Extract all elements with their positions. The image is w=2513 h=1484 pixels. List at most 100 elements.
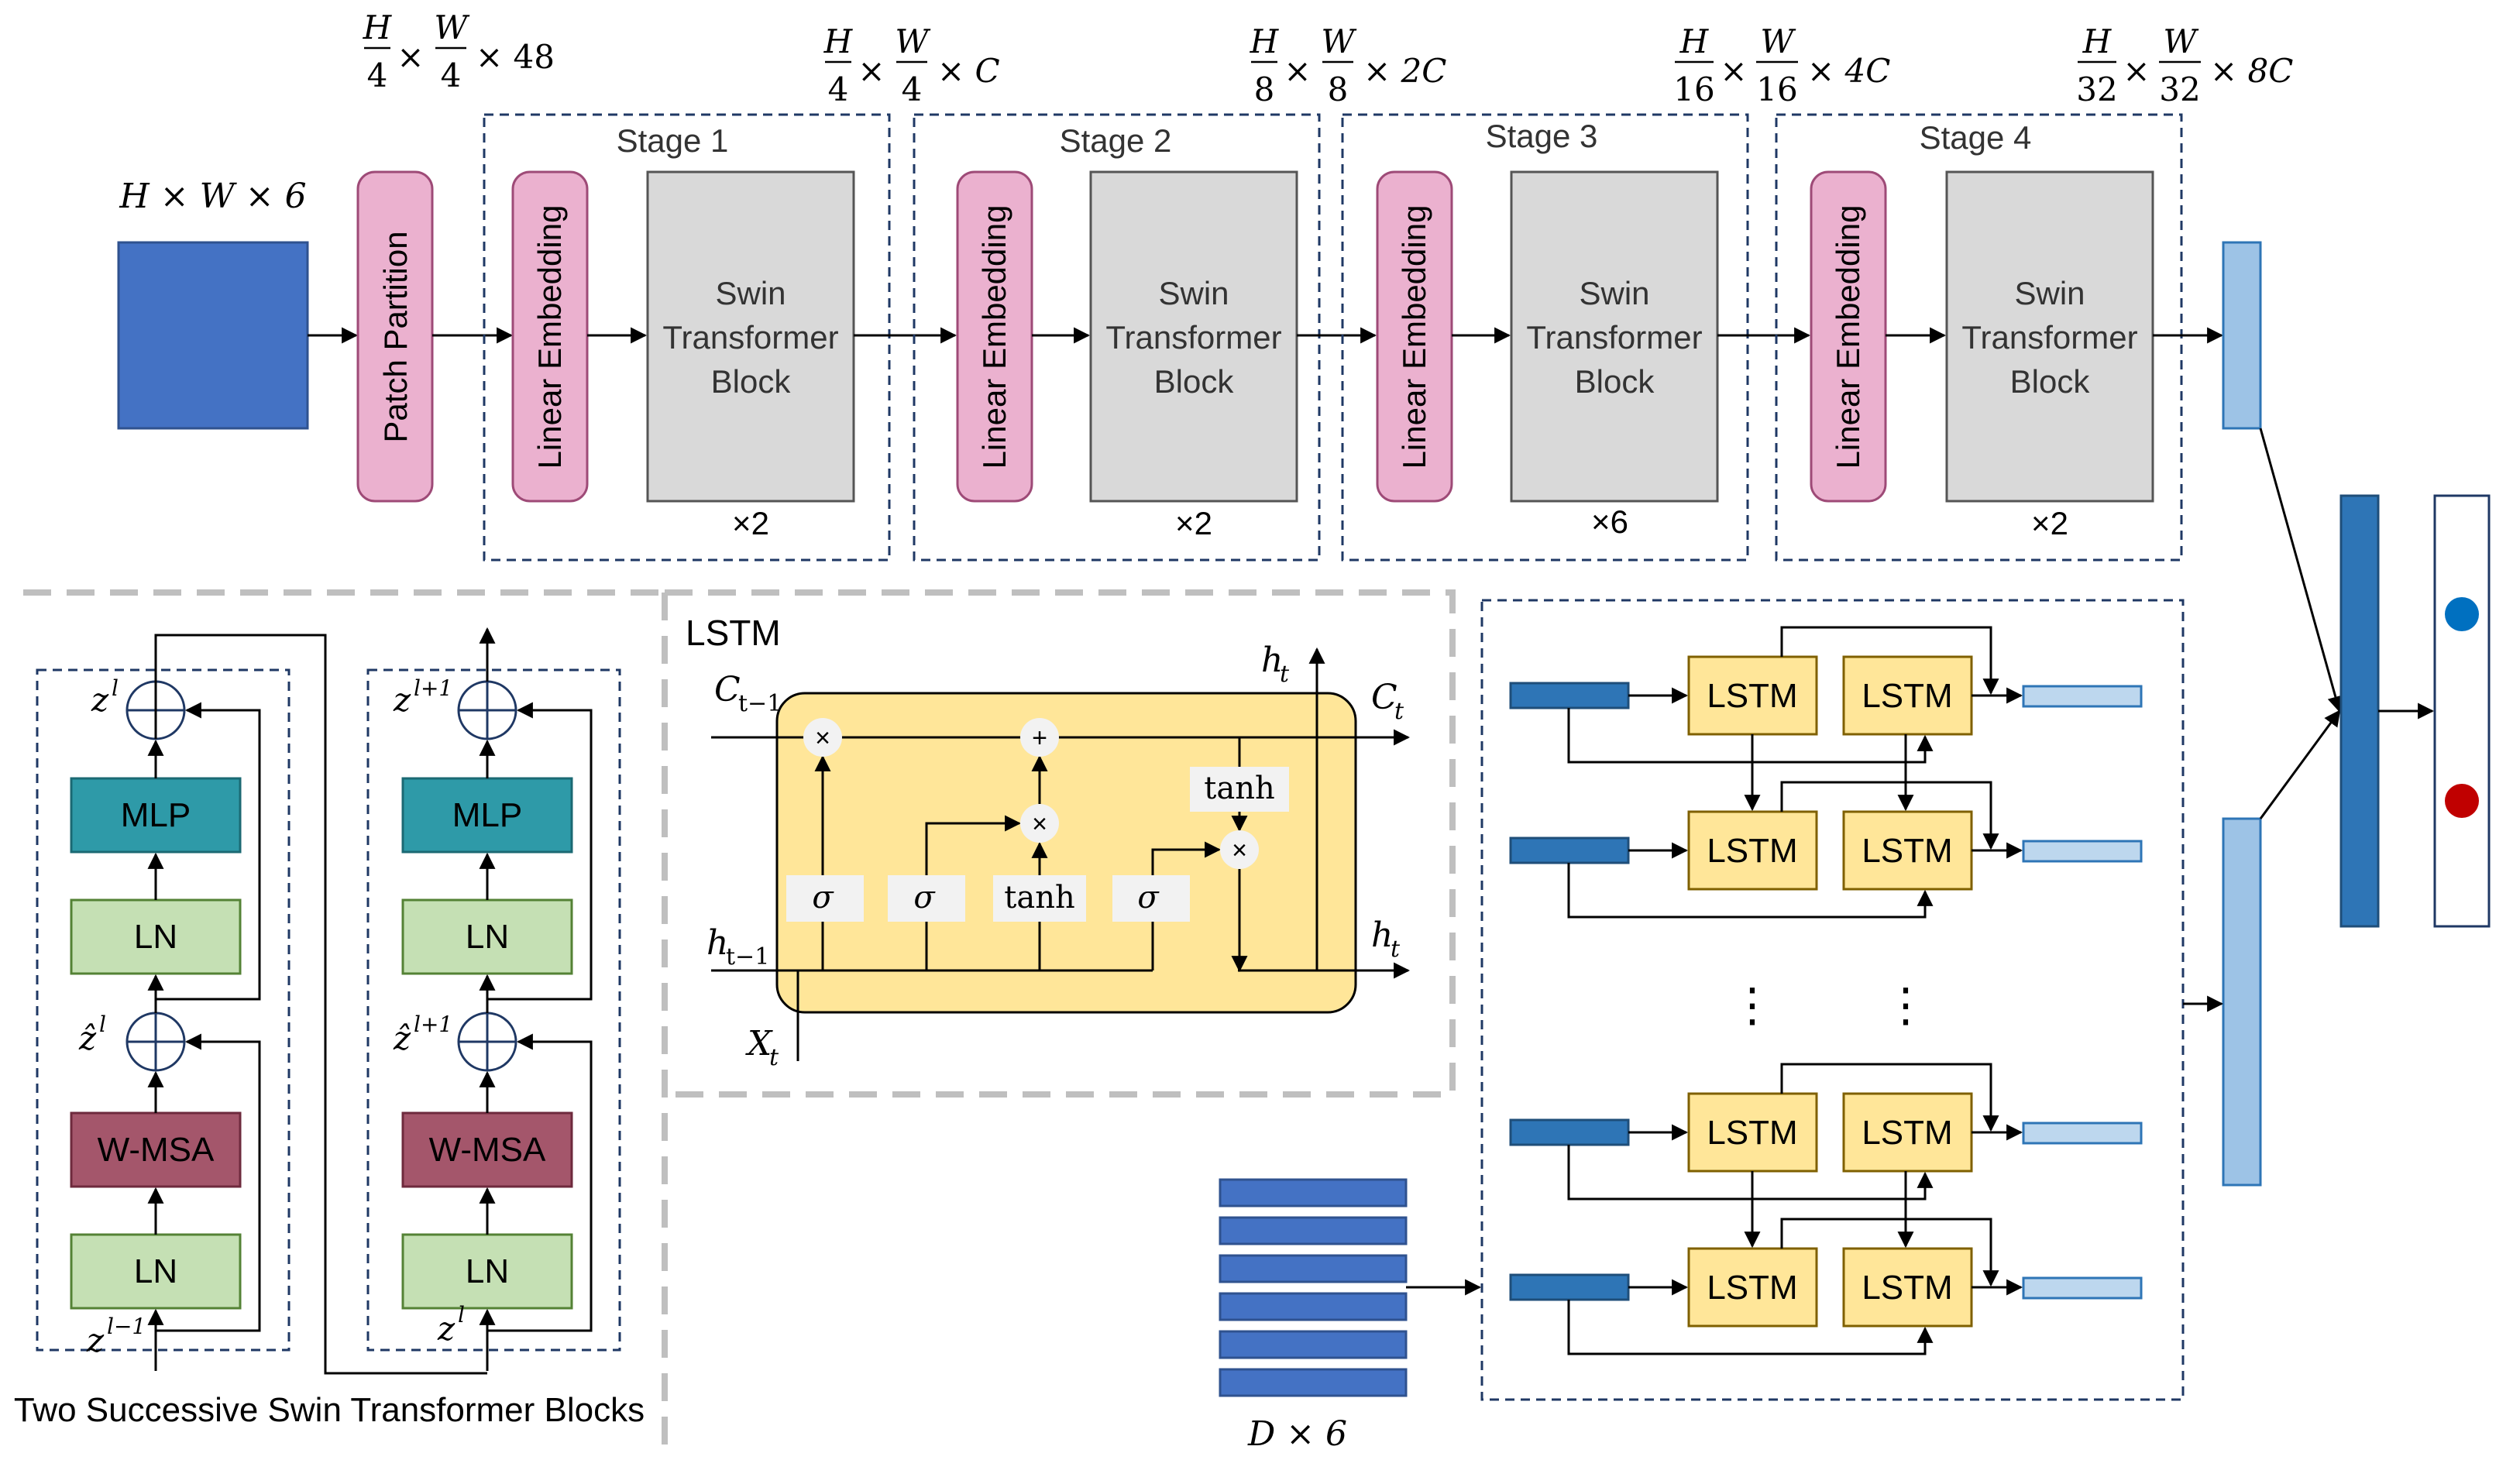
svg-text:8: 8 (1328, 70, 1349, 108)
svg-text:l+1: l+1 (414, 1012, 452, 1037)
svg-text:× 4C: × 4C (1807, 52, 1890, 90)
svg-text:×: × (815, 723, 830, 753)
svg-text:σ: σ (1137, 880, 1160, 915)
svg-text:t: t (769, 1044, 779, 1071)
mlp-left (70, 777, 242, 854)
svg-text:4: 4 (441, 57, 462, 94)
svg-text:H: H (2082, 22, 2113, 60)
swin-right-block: LN W-MSA LN MLP z l+1 ẑ l+1 (393, 627, 593, 1371)
lstm-cell-4-a (1687, 1247, 1818, 1328)
stage-4-repeat: ×2 (2031, 505, 2068, 541)
svg-text:Transformer: Transformer (1961, 319, 2137, 356)
stage-4: Stage 4 Linear Embedding Swin Transforme… (1775, 22, 2293, 562)
svg-text:t−1: t−1 (738, 690, 782, 717)
svg-text:×: × (1232, 836, 1247, 865)
svg-text:Transformer: Transformer (662, 319, 838, 356)
lstm-cell-label-1-b: LSTM (1862, 677, 1952, 715)
lstm-cell-label-4-a: LSTM (1707, 1269, 1797, 1307)
svg-text:32: 32 (2159, 70, 2200, 108)
swin-block-3 (1510, 170, 1719, 503)
input-image (117, 241, 309, 430)
svg-text:+: + (1032, 723, 1047, 753)
swin-feature-vector (2222, 241, 2262, 430)
svg-text:h: h (1261, 641, 1283, 680)
svg-text:l−1: l−1 (107, 1314, 146, 1339)
class-dot-red (2445, 784, 2479, 818)
lstm-cell-body (775, 692, 1357, 1014)
svg-text:Swin: Swin (1579, 275, 1649, 311)
svg-text:Linear Embedding: Linear Embedding (976, 205, 1012, 469)
svg-text:W: W (895, 22, 931, 60)
svg-text:W-MSA: W-MSA (98, 1131, 215, 1169)
svg-text:Swin: Swin (1158, 275, 1229, 311)
stage-1: Stage 1 Linear Embedding Swin Transforme… (483, 22, 1000, 562)
svg-text:W: W (1760, 22, 1796, 60)
svg-text:16: 16 (1756, 70, 1797, 108)
ln-bottom-left (70, 1233, 242, 1310)
svg-text:W: W (1321, 22, 1357, 60)
svg-text:H: H (1250, 22, 1280, 60)
svg-text:W: W (434, 9, 470, 46)
svg-text:t: t (1394, 698, 1404, 725)
ellipsis-col-2: ⋮ (1882, 979, 1929, 1031)
svg-text:LN: LN (466, 1252, 509, 1290)
svg-text:×: × (1720, 52, 1747, 90)
svg-text:MLP: MLP (121, 796, 191, 834)
stage-2-title: Stage 2 (1060, 122, 1172, 159)
lstm-cell-2-a (1687, 810, 1818, 891)
stage-3-repeat: ×6 (1591, 503, 1628, 540)
svg-text:× 2C: × 2C (1363, 52, 1446, 90)
swin-block-4 (1945, 170, 2154, 503)
svg-text:LN: LN (466, 918, 509, 956)
lstm-cell-label-3-b: LSTM (1862, 1114, 1952, 1152)
svg-text:LN: LN (134, 1252, 177, 1290)
svg-text:Swin: Swin (2014, 275, 2085, 311)
section-separators (23, 589, 1456, 1448)
svg-text:×: × (1032, 809, 1047, 839)
swin-blocks-detail: LN W-MSA LN MLP z l ẑ l (14, 627, 645, 1429)
svg-text:H: H (823, 22, 854, 60)
svg-text:Swin: Swin (715, 275, 786, 311)
svg-text:H: H (363, 9, 393, 46)
lstm-cell-1-a (1687, 655, 1818, 736)
svg-text:MLP: MLP (452, 796, 522, 834)
svg-text:H: H (1679, 22, 1710, 60)
stage-3-dim: H 16 × W 16 × 4C (1673, 22, 1890, 108)
patch-partition-label: Patch Partition (377, 231, 414, 442)
svg-text:z: z (86, 1321, 105, 1359)
svg-text:W: W (2163, 22, 2199, 60)
svg-text:h: h (706, 923, 728, 963)
svg-text:Block: Block (1154, 363, 1235, 400)
add-node-cell (1020, 718, 1059, 757)
stage-2-dim: H 8 × W 8 × 2C (1250, 22, 1447, 108)
class-dot-blue (2445, 597, 2479, 631)
lstm-cell-label-1-a: LSTM (1707, 677, 1797, 715)
svg-text:l: l (99, 1012, 106, 1037)
svg-text:×: × (397, 38, 424, 76)
mul-node-output (1220, 830, 1259, 869)
input-dim-label: H × W × 6 (119, 177, 306, 216)
fusion-head (2222, 241, 2491, 1187)
svg-text:z: z (393, 681, 411, 719)
svg-text:ẑ: ẑ (78, 1019, 97, 1057)
lstm-input-step-3 (1509, 1118, 1630, 1146)
svg-text:× C: × C (937, 52, 1000, 90)
stage-2: Stage 2 Linear Embedding Swin Transforme… (913, 22, 1447, 562)
lstm-cell-3-a (1687, 1092, 1818, 1173)
mlp-right (401, 777, 573, 854)
lstm-input-step-4 (1509, 1273, 1630, 1301)
svg-text:z: z (437, 1310, 456, 1348)
stage-2-repeat: ×2 (1175, 505, 1212, 541)
svg-text:σ: σ (812, 880, 834, 915)
lstm-output-step-2 (2022, 840, 2143, 863)
wmsa-right (401, 1111, 573, 1188)
svg-text:LN: LN (134, 918, 177, 956)
stage-1-repeat: ×2 (732, 505, 769, 541)
lstm-input-step-2 (1509, 836, 1630, 864)
lstm-cell-label-3-a: LSTM (1707, 1114, 1797, 1152)
dim-after-partition: H 4 × W 4 × 48 (363, 9, 555, 94)
svg-text:X: X (745, 1024, 773, 1063)
svg-text:tanh: tanh (1204, 771, 1274, 806)
